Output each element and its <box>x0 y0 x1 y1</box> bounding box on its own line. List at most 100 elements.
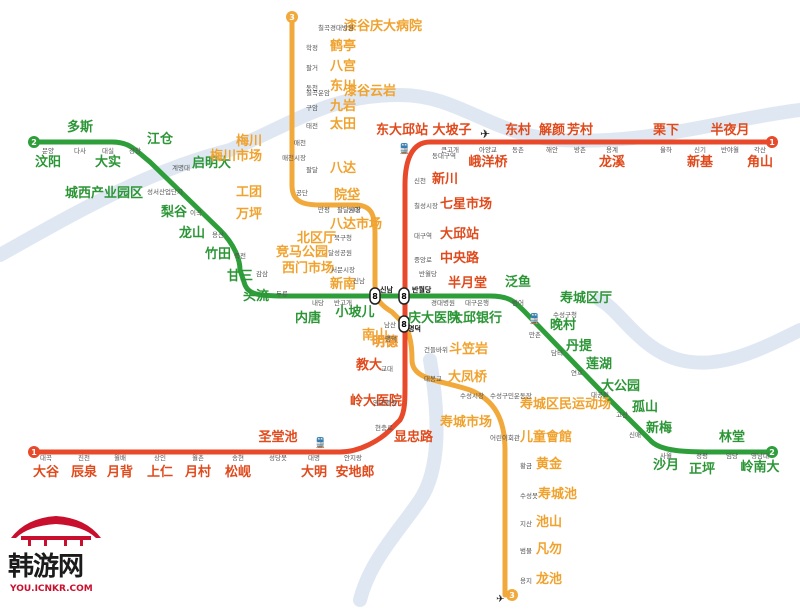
station-ko-label-l1-18: 동대구역 <box>432 151 456 160</box>
station-label-l1-0: 大谷 <box>33 464 60 480</box>
station-label-l3-15: 竞马公园 <box>276 244 328 260</box>
station-ko-label-l2-25: 임당 <box>726 451 738 460</box>
station-label-l1-22: 解颜 <box>538 122 565 138</box>
station-label-l3-20: 斗笠岩 <box>449 341 488 357</box>
station-ko-label-l3-15: 달성공원 <box>328 248 352 257</box>
line-2-terminal-right: 2 <box>766 446 778 458</box>
station-ko-label-l1-10: 영대병원 <box>373 398 397 407</box>
station-ko-label-l2-23: 사월 <box>660 451 672 460</box>
station-label-l1-21: 东村 <box>505 122 531 138</box>
station-label-l1-3: 上仁 <box>147 464 173 480</box>
station-ko-label-l3-3: 동천 <box>306 83 318 92</box>
station-label-l3-2: 八宫 <box>329 58 356 74</box>
station-ko-label-l1-11: 교대 <box>381 365 393 373</box>
transfer-label-banwoldang: 반월당 <box>412 285 432 294</box>
line-3-terminal-top: 3 <box>286 11 298 23</box>
station-ko-label-l1-25: 율하 <box>660 145 672 154</box>
station-label-l3-7: 梅川 <box>236 133 262 149</box>
station-label-l3-12: 八达市场 <box>329 216 382 232</box>
station-label-l1-27: 半夜月 <box>710 122 749 138</box>
line-3-path <box>289 15 508 598</box>
station-label-l2-16: 寿城区厅 <box>560 290 612 306</box>
station-label-l2-26: 岭南大 <box>740 459 779 475</box>
station-label-l2-10: 头流 <box>243 288 269 304</box>
station-label-l3-1: 鹤亭 <box>330 38 356 54</box>
station-ko-label-l2-1: 다사 <box>74 146 86 155</box>
svg-text:2: 2 <box>769 448 775 457</box>
station-ko-label-l1-27: 반야월 <box>721 145 739 154</box>
station-ko-label-l3-0: 칠곡경대병원 <box>318 23 354 32</box>
svg-text:1: 1 <box>31 448 37 457</box>
station-label-l2-13: 庆大医院 <box>407 310 460 326</box>
station-ko-label-l1-8: 안지랑 <box>344 453 362 462</box>
station-ko-label-l3-14: 북구청 <box>334 234 352 242</box>
station-ko-label-l1-26: 신기 <box>694 145 706 154</box>
station-label-l2-11: 内唐 <box>295 310 321 326</box>
station-label-l2-18: 丹提 <box>566 338 593 354</box>
station-label-l1-23: 芳村 <box>567 122 593 138</box>
train-icon-daemyeong: 🚆 <box>314 436 326 449</box>
station-label-l1-15: 大邱站 <box>440 226 479 242</box>
station-ko-label-l3-26: 수성못 <box>520 491 538 500</box>
station-ko-label-l1-20: 아양교 <box>479 145 497 154</box>
station-label-l3-0: 漆谷庆大病院 <box>344 18 422 34</box>
station-label-l2-9: 甘三 <box>227 268 253 284</box>
river-east <box>593 293 800 370</box>
station-label-l1-18: 东大邱站 <box>376 122 428 138</box>
airport-icon-south: ✈ <box>496 594 504 605</box>
station-label-l1-14: 中央路 <box>440 250 480 266</box>
station-ko-label-l2-26: 영남대 <box>751 451 769 460</box>
station-label-l3-18: 南山 <box>362 327 388 343</box>
station-ko-label-l3-23: 수성구민운동장 <box>490 391 532 400</box>
station-ko-label-l1-15: 대구역 <box>414 231 432 240</box>
station-label-l3-29: 龙池 <box>536 571 562 587</box>
station-label-l1-1: 辰泉 <box>71 464 98 480</box>
station-label-l3-22: 寿城市场 <box>440 414 492 430</box>
station-label-l2-14: 大邱银行 <box>450 310 502 326</box>
station-label-l1-16: 七星市场 <box>440 196 492 212</box>
station-label-l2-12: 小坡儿 <box>335 304 374 320</box>
station-ko-label-l1-7: 대명 <box>308 453 320 462</box>
svg-text:8: 8 <box>401 292 407 301</box>
station-ko-label-l3-28: 범물 <box>520 546 532 555</box>
station-ko-label-l1-28: 각산 <box>754 145 766 154</box>
line-1-path <box>33 139 773 455</box>
station-ko-label-l1-3: 상인 <box>154 453 166 462</box>
station-label-l3-3: 东川 <box>330 78 356 94</box>
station-ko-label-l3-19: 명덕 <box>385 334 397 343</box>
station-label-l2-1: 多斯 <box>67 119 93 135</box>
river-south <box>353 353 444 607</box>
line-1-labels: 大谷대곡辰泉진천月背월배上仁상인月村월촌松岘송현圣堂池성당못大明대명安地郎안지랑… <box>33 122 773 480</box>
brand-logo: 韩游网 YOU.ICNKR.COM <box>6 508 116 608</box>
logo-title: 韩游网 <box>8 552 84 582</box>
svg-text:8: 8 <box>401 320 407 329</box>
line-2-path <box>33 139 773 455</box>
station-ko-label-l2-10: 두류 <box>276 290 288 298</box>
station-ko-label-l2-7: 용산 <box>212 230 224 239</box>
station-label-l3-4: 漆谷云岩 <box>344 83 396 99</box>
station-label-l3-27: 池山 <box>536 514 562 530</box>
station-label-l3-5: 九岩 <box>329 98 356 114</box>
station-ko-label-l2-8: 죽전 <box>234 251 246 260</box>
station-label-l3-10: 工团 <box>236 185 262 200</box>
station-label-l3-17: 新南 <box>330 276 356 292</box>
station-label-l1-5: 松岘 <box>225 464 251 480</box>
station-label-l1-10: 岭大医院 <box>350 393 402 409</box>
station-label-l2-2: 大实 <box>95 154 121 170</box>
station-label-l1-6: 圣堂池 <box>258 429 297 445</box>
station-ko-label-l3-12: 팔달시장 <box>337 205 361 214</box>
station-ko-label-l3-22: 수성시장 <box>460 391 484 400</box>
station-ko-label-l2-22: 신매 <box>629 430 641 439</box>
station-ko-label-l3-25: 황금 <box>520 461 532 470</box>
station-label-l2-3: 江仓 <box>147 131 174 147</box>
line-3-terminal-bottom: 3 <box>506 589 518 601</box>
station-label-l2-8: 竹田 <box>204 246 231 262</box>
station-label-l2-4: 启明大 <box>192 155 231 171</box>
station-label-l3-9: 八达 <box>329 160 356 176</box>
station-ko-label-l1-12: 명덕 <box>385 334 397 343</box>
station-label-l1-28: 角山 <box>747 154 773 170</box>
station-ko-label-l2-3: 강창 <box>129 146 141 155</box>
station-label-l2-20: 大公园 <box>601 378 640 394</box>
